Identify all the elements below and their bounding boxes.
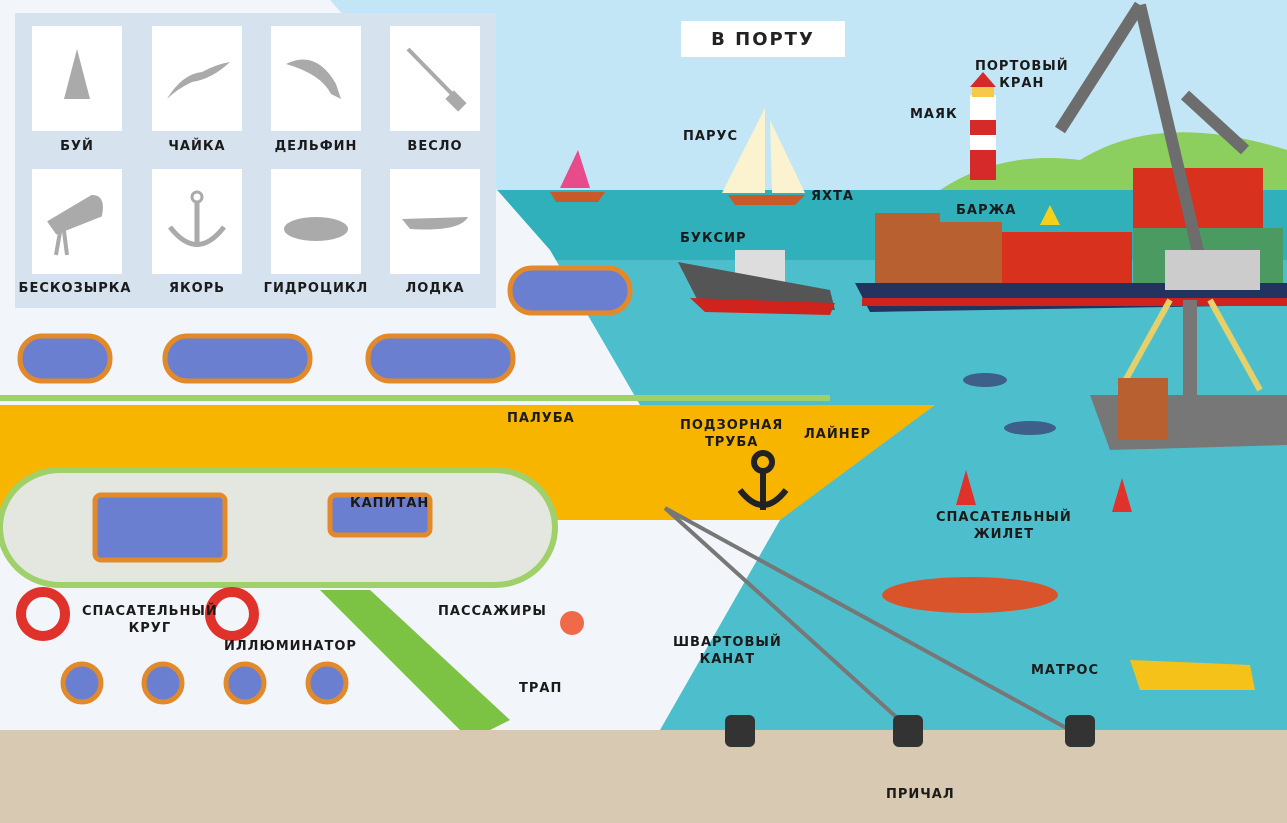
bollards <box>725 715 1095 747</box>
legend-panel: БУЙ ЧАЙКА ДЕЛЬФИН ВЕСЛО БЕСКОЗЫРКА ЯКОРЬ… <box>15 13 496 308</box>
anchor <box>737 450 789 510</box>
mooring-ropes <box>663 506 1071 732</box>
label-life-jacket: СПАСАТЕЛЬНЫЙ ЖИЛЕТ <box>936 510 1072 542</box>
legend-label: БУЙ <box>60 139 94 154</box>
card-oar <box>390 26 480 131</box>
crane-cabin <box>1165 250 1260 290</box>
legend-label: ЯКОРЬ <box>168 281 226 296</box>
rowboat <box>882 577 1058 613</box>
label-lighthouse: МАЯК <box>910 107 958 122</box>
label-sailor: МАТРОС <box>1031 663 1099 678</box>
card-anchor <box>152 169 242 274</box>
label-pier: ПРИЧАЛ <box>886 787 955 802</box>
legend-label: ЧАЙКА <box>168 139 226 154</box>
balloon <box>560 611 584 635</box>
sailor-cap-icon <box>47 194 103 255</box>
buoys <box>956 470 1132 512</box>
card-boat <box>390 169 480 274</box>
label-passengers: ПАССАЖИРЫ <box>438 604 547 619</box>
label-captain: КАПИТАН <box>350 496 430 511</box>
label-porthole: ИЛЛЮМИНАТОР <box>224 639 357 654</box>
label-mooring-rope: ШВАРТОВЫЙ КАНАТ <box>673 635 782 667</box>
legend-label: ВЕСЛО <box>407 139 463 154</box>
deck-railing <box>0 395 830 401</box>
lifebuoys <box>16 587 259 641</box>
label-gangway: ТРАП <box>519 681 563 696</box>
card-seagull <box>152 26 242 131</box>
label-telescope: ПОДЗОРНАЯ ТРУБА <box>680 418 784 450</box>
tugboat <box>678 250 835 315</box>
label-yacht: ЯХТА <box>811 189 854 204</box>
legend-label: ГИДРОЦИКЛ <box>263 281 369 296</box>
legend-label: ДЕЛЬФИН <box>274 139 358 154</box>
pier <box>0 730 1287 823</box>
buoy-icon <box>64 48 90 99</box>
oar-icon <box>406 47 467 112</box>
boat-icon <box>402 216 468 229</box>
lighthouse <box>970 72 996 180</box>
label-liner: ЛАЙНЕР <box>804 427 872 442</box>
label-tugboat: БУКСИР <box>680 231 747 246</box>
dolphin-icon <box>286 59 341 99</box>
label-deck: ПАЛУБА <box>507 411 575 426</box>
page-title: В ПОРТУ <box>681 21 845 57</box>
gangway <box>320 590 510 740</box>
card-jet-ski <box>271 169 361 274</box>
anchor-icon <box>168 190 226 247</box>
card-buoy <box>32 26 122 131</box>
legend-label: БЕСКОЗЫРКА <box>18 281 132 296</box>
port-crane <box>1054 1 1263 420</box>
barge <box>855 168 1287 312</box>
portholes <box>60 661 349 705</box>
card-sailor-cap <box>32 169 122 274</box>
crane-hook <box>1040 205 1060 225</box>
seagull-icon <box>167 61 230 99</box>
legend-label: ЛОДКА <box>405 281 465 296</box>
card-dolphin <box>271 26 361 131</box>
windows <box>17 265 633 563</box>
lower-deck <box>0 467 558 588</box>
label-barge: БАРЖА <box>956 203 1017 218</box>
small-sailboat <box>550 150 605 202</box>
jet-ski <box>1130 660 1255 690</box>
crate <box>1118 378 1168 440</box>
label-lifebuoy: СПАСАТЕЛЬНЫЙ КРУГ <box>82 604 218 636</box>
yacht <box>722 108 805 205</box>
dolphins <box>963 373 1056 435</box>
label-port-crane: ПОРТОВЫЙ КРАН <box>975 59 1069 91</box>
jet-ski-icon <box>284 216 348 241</box>
label-sail: ПАРУС <box>683 129 739 144</box>
